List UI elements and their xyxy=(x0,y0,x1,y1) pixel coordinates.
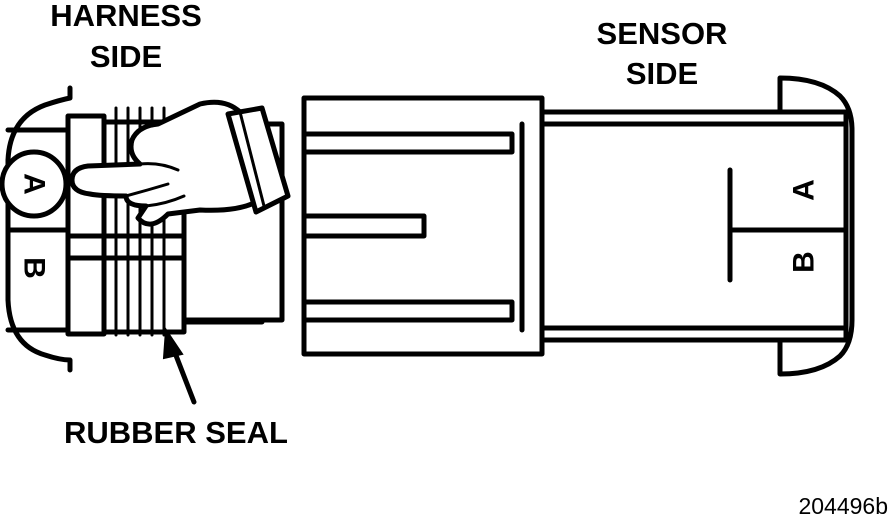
sensor-end-cap xyxy=(777,75,855,377)
harness-pin-b-label: B xyxy=(18,257,51,279)
harness-pin-a-label: A xyxy=(18,173,51,195)
sensor-center-key xyxy=(301,213,427,239)
figure-id: 204496b xyxy=(798,493,888,519)
sensor-latch-top xyxy=(303,131,515,155)
hand-cuff-seam xyxy=(238,110,266,208)
hand-knuckle-1 xyxy=(138,162,180,172)
sensor-pin-a-label: A xyxy=(788,179,821,201)
sensor-body xyxy=(539,109,849,343)
harness-body xyxy=(65,113,107,337)
harness-side-label-line2: SIDE xyxy=(90,39,162,74)
sensor-connector: A B xyxy=(301,75,855,377)
pointing-hand-icon xyxy=(69,99,291,227)
seal-arrowhead xyxy=(162,327,184,360)
harness-pin-a-circle xyxy=(0,149,69,219)
hand-palm xyxy=(69,99,263,227)
sensor-latch-bottom xyxy=(303,299,515,323)
rubber-seal-leader xyxy=(162,327,197,405)
sensor-side-label-line2: SIDE xyxy=(626,56,698,91)
rubber-seal-label: RUBBER SEAL xyxy=(64,415,288,450)
hand-knuckle-2 xyxy=(144,194,186,208)
sensor-pin-b-label: B xyxy=(788,251,821,273)
hand-knuckle-3 xyxy=(124,182,170,198)
sensor-side-label-line1: SENSOR xyxy=(597,16,728,51)
harness-side-label-line1: HARNESS xyxy=(50,0,202,33)
hand-cuff xyxy=(225,105,291,215)
